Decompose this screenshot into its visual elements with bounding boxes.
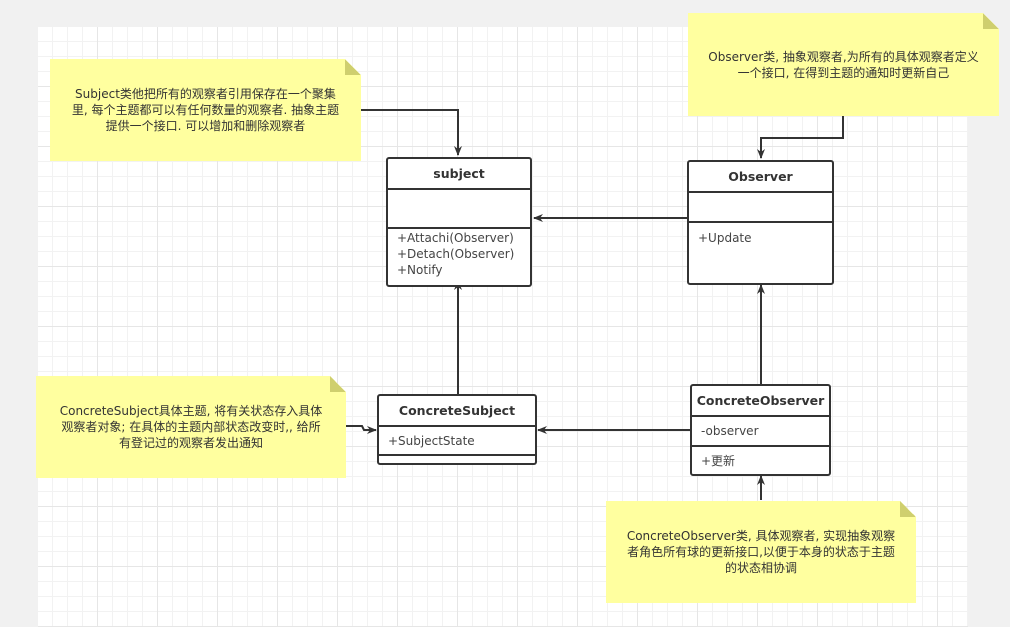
class-subject-name: subject xyxy=(388,159,530,190)
attribute-subject-state: +SubjectState xyxy=(388,434,475,448)
class-concrete-observer-attributes: -observer xyxy=(692,417,829,447)
note-observer[interactable]: Observer类, 抽象观察者,为所有的具体观察者定义 一个接口, 在得到主题… xyxy=(688,13,999,116)
edge-concrete-subject-note-to-concrete-subject[interactable] xyxy=(346,425,377,434)
class-concrete-subject[interactable]: ConcreteSubject +SubjectState xyxy=(377,394,537,465)
edge-observer-note-to-observer[interactable] xyxy=(757,116,844,159)
class-observer-methods: +Update xyxy=(689,223,832,246)
method-update-cn: +更新 xyxy=(701,454,736,468)
class-concrete-observer[interactable]: ConcreteObserver -observer +更新 xyxy=(690,384,831,476)
method-notify: +Notify xyxy=(397,263,443,277)
note-concrete-subject-text: ConcreteSubject具体主题, 将有关状态存入具体 观察者对象; 在具… xyxy=(59,404,323,450)
class-observer-name: Observer xyxy=(689,162,832,193)
edge-subject-note-to-subject[interactable] xyxy=(361,109,462,156)
note-concrete-observer-text: ConcreteObserver类, 具体观察者, 实现抽象观察 者角色所有球的… xyxy=(626,529,896,575)
note-subject[interactable]: Subject类他把所有的观察者引用保存在一个聚集 里, 每个主题都可以有任何数… xyxy=(50,59,361,161)
method-update: +Update xyxy=(698,231,752,245)
class-concrete-subject-attributes: +SubjectState xyxy=(379,427,535,456)
class-concrete-observer-methods: +更新 xyxy=(692,447,829,469)
class-concrete-observer-name: ConcreteObserver xyxy=(692,386,829,417)
note-concrete-observer[interactable]: ConcreteObserver类, 具体观察者, 实现抽象观察 者角色所有球的… xyxy=(606,501,916,603)
attribute-observer: -observer xyxy=(701,424,759,438)
class-observer[interactable]: Observer +Update xyxy=(687,160,834,285)
method-detach: +Detach(Observer) xyxy=(397,247,515,261)
class-subject[interactable]: subject +Attachi(Observer) +Detach(Obser… xyxy=(386,157,532,287)
class-subject-attributes xyxy=(388,190,530,229)
connectors-layer xyxy=(346,109,844,500)
class-observer-attributes xyxy=(689,193,832,223)
note-concrete-subject[interactable]: ConcreteSubject具体主题, 将有关状态存入具体 观察者对象; 在具… xyxy=(36,376,346,478)
class-concrete-subject-name: ConcreteSubject xyxy=(379,396,535,427)
note-observer-text: Observer类, 抽象观察者,为所有的具体观察者定义 一个接口, 在得到主题… xyxy=(708,49,979,80)
method-attach: +Attachi(Observer) xyxy=(397,231,514,245)
class-subject-methods: +Attachi(Observer) +Detach(Observer) +No… xyxy=(388,229,530,278)
note-subject-text: Subject类他把所有的观察者引用保存在一个聚集 里, 每个主题都可以有任何数… xyxy=(71,87,340,133)
